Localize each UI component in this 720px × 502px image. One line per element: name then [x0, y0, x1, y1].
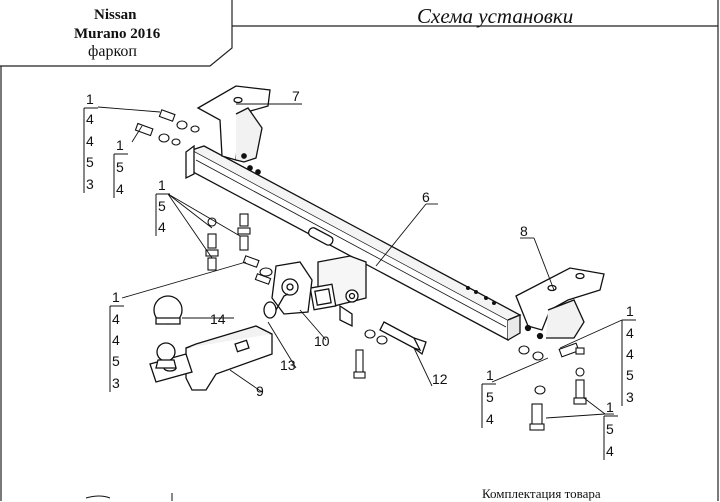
- title-block: Nissan Murano 2016 фаркоп: [0, 0, 232, 66]
- stack-ml-0: 1: [158, 177, 166, 193]
- stack-rb-0: 1: [606, 399, 614, 415]
- crossbeam: [185, 144, 522, 342]
- stack-ru-0: 1: [626, 303, 634, 319]
- callout-10: 10: [314, 333, 330, 349]
- callout-13: 13: [280, 357, 296, 373]
- left-fasteners: [134, 109, 388, 379]
- beam-slot: [307, 227, 334, 246]
- stack-rl-2: 4: [486, 411, 494, 427]
- page-title: Схема установки: [417, 4, 574, 28]
- right-bracket: [515, 267, 605, 340]
- stack-ru-3: 5: [626, 367, 634, 383]
- callout-14: 14: [210, 311, 226, 327]
- wiring-plate: [271, 261, 313, 315]
- stack-ru-1: 4: [626, 325, 634, 341]
- stack-tl-0: 1: [86, 91, 94, 107]
- stack-ll-1: 4: [112, 311, 120, 327]
- callouts: 7 6 8 14 10 13 9 12: [210, 88, 528, 399]
- stack-ml-2: 4: [158, 219, 166, 235]
- stack-rb-2: 4: [606, 443, 614, 459]
- stack-rl-1: 5: [486, 389, 494, 405]
- title-brand: Nissan: [94, 7, 137, 23]
- callout-6: 6: [422, 189, 430, 205]
- stack-ll-0: 1: [112, 289, 120, 305]
- beam-studs: [466, 286, 496, 305]
- callout-8: 8: [520, 223, 528, 239]
- stack-tl-2: 4: [86, 133, 94, 149]
- stack-ll-2: 4: [112, 332, 120, 348]
- stack-ll-3: 5: [112, 353, 120, 369]
- footer-text: Комплектация товара: [482, 486, 601, 501]
- callout-9: 9: [256, 383, 264, 399]
- stack-tl-3: 5: [86, 154, 94, 170]
- stack-tl-1: 4: [86, 111, 94, 127]
- stack-ll-4: 3: [112, 375, 120, 391]
- title-product: фаркоп: [88, 43, 137, 60]
- stack-tl-4: 3: [86, 176, 94, 192]
- left-bracket: [196, 85, 271, 175]
- stack-tl2-1: 5: [116, 159, 124, 175]
- callout-12: 12: [432, 371, 448, 387]
- callout-7: 7: [292, 88, 300, 104]
- tow-ball: [153, 295, 183, 369]
- stack-rb-1: 5: [606, 421, 614, 437]
- fastener-stacks: 1 4 4 5 3 1 5 4 1 5 4 1 4 4 5 3: [83, 91, 636, 460]
- right-fasteners: [518, 342, 587, 431]
- hitch-pin: [379, 321, 427, 356]
- safety-pin-ring: [263, 293, 289, 319]
- stack-tl2-2: 4: [116, 181, 124, 197]
- stack-tl2-0: 1: [116, 137, 124, 153]
- title-model: Murano 2016: [74, 26, 161, 42]
- stack-ml-1: 5: [158, 198, 166, 214]
- stack-ru-2: 4: [626, 346, 634, 362]
- receiver-tube: [309, 255, 367, 328]
- leader-lines: [97, 103, 623, 419]
- stack-rl-0: 1: [486, 367, 494, 383]
- stack-ru-4: 3: [626, 389, 634, 405]
- bottom-left-fragment: [85, 493, 173, 501]
